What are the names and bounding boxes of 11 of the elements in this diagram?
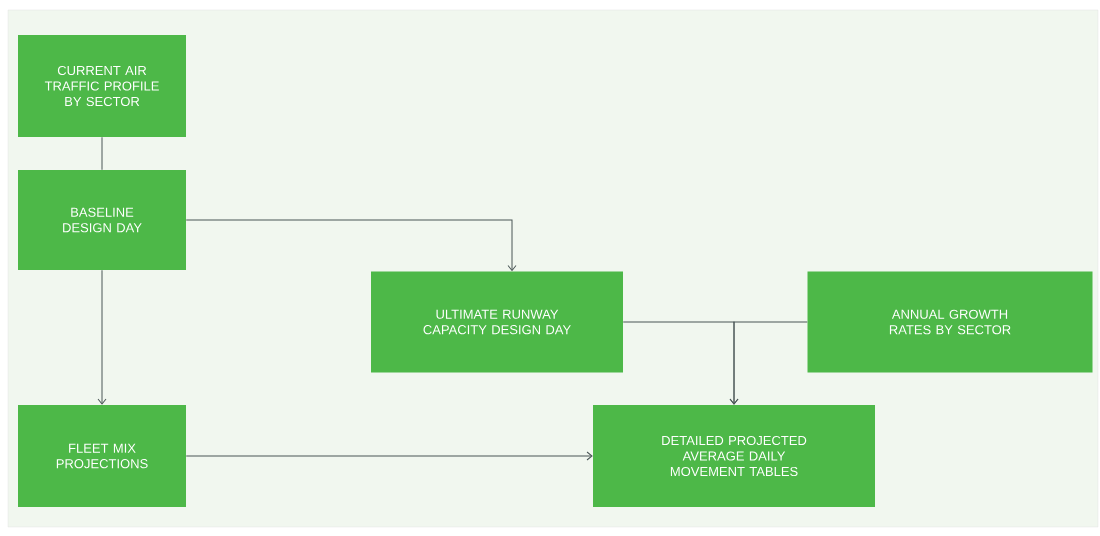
process-box: ULTIMATE RUNWAY CAPACITY DESIGN DAY (371, 271, 623, 373)
process-box: FLEET MIX PROJECTIONS (18, 405, 186, 507)
arrow (185, 451, 593, 461)
process-box: BASELINE DESIGN DAY (18, 170, 186, 270)
process-box: CURRENT AIR TRAFFIC PROFILE BY SECTOR (18, 35, 186, 137)
arrow (185, 219, 517, 271)
arrow (729, 321, 808, 405)
process-box: ANNUAL GROWTH RATES BY SECTOR (807, 271, 1093, 373)
process-box: DETAILED PROJECTED AVERAGE DAILY MOVEMENT TABLES (593, 405, 875, 507)
connector-line (101, 136, 103, 171)
arrow (97, 269, 107, 405)
